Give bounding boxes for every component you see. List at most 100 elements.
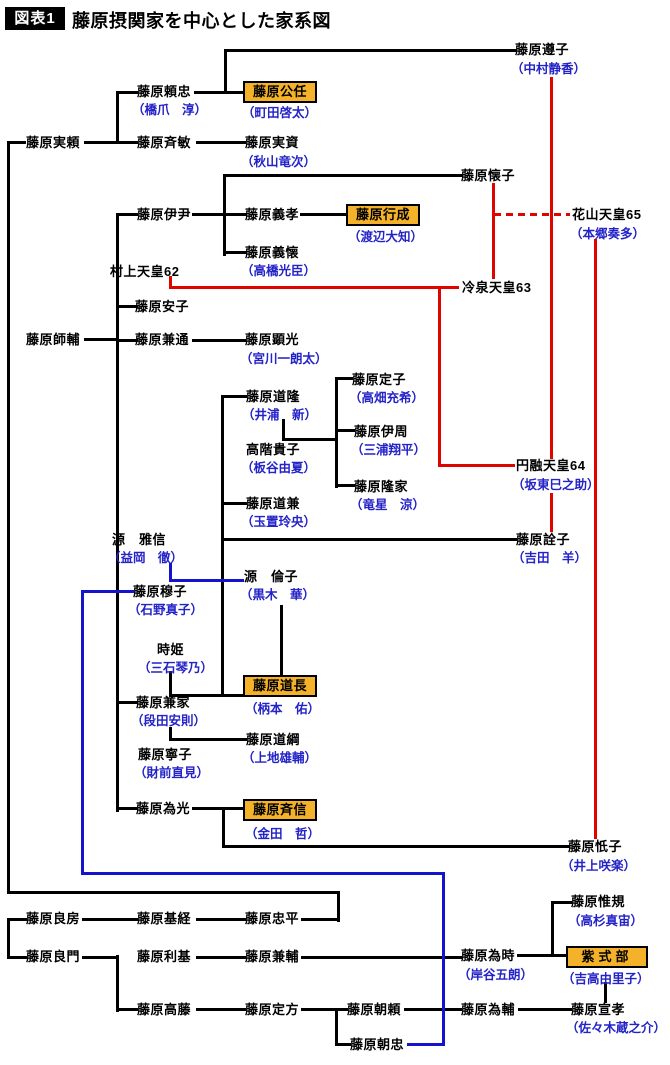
connector-line-black-65 bbox=[404, 1008, 462, 1011]
connector-line-black-0 bbox=[7, 141, 26, 144]
person-emperor-enyu-actor: （坂東巳之助） bbox=[512, 478, 600, 492]
connector-line-black-5 bbox=[84, 141, 119, 144]
connector-line-black-14 bbox=[116, 213, 119, 812]
connector-line-black-48 bbox=[551, 954, 567, 957]
connector-line-black-10 bbox=[224, 49, 227, 94]
connector-line-black-44 bbox=[222, 845, 570, 848]
person-fujiwara-kanemichi: 藤原兼通 bbox=[135, 332, 190, 347]
person-fujiwara-koretada: 藤原伊尹 bbox=[137, 207, 192, 222]
connector-line-blue-79 bbox=[81, 590, 84, 875]
person-fujiwara-morosuke: 藤原師輔 bbox=[26, 332, 81, 347]
connector-line-black-31 bbox=[282, 419, 285, 441]
person-fujiwara-yoshitaka: 藤原義孝 bbox=[245, 207, 300, 222]
connector-line-black-45 bbox=[517, 954, 554, 957]
connector-line-black-58 bbox=[196, 956, 246, 959]
person-fujiwara-yoshichika: 藤原義懐 bbox=[245, 245, 300, 260]
person-fujiwara-michikane: 藤原道兼 bbox=[246, 496, 301, 511]
connector-line-black-17 bbox=[116, 339, 138, 342]
connector-line-black-20 bbox=[192, 213, 226, 216]
connector-line-black-24 bbox=[223, 251, 247, 254]
connector-line-black-26 bbox=[192, 339, 246, 342]
connector-line-black-13 bbox=[84, 338, 119, 341]
person-fujiwara-tametoki-actor: （岸谷五朗） bbox=[458, 968, 534, 982]
person-murasaki-shikibu: 紫式部 bbox=[566, 946, 648, 968]
connector-line-black-41 bbox=[169, 738, 247, 741]
person-takashina-kishi: 高階貴子 bbox=[246, 442, 301, 457]
connector-line-black-35 bbox=[335, 429, 355, 432]
person-fujiwara-shishi: 藤原忯子 bbox=[568, 839, 623, 854]
person-fujiwara-toshimoto: 藤原利基 bbox=[137, 949, 192, 964]
person-fujiwara-akimitsu: 藤原顕光 bbox=[245, 332, 300, 347]
person-emperor-kazan: 花山天皇65 bbox=[572, 207, 642, 222]
person-minamoto-rinshi: 源 倫子 bbox=[244, 569, 299, 584]
connector-line-black-56 bbox=[116, 955, 119, 1012]
connector-line-black-7 bbox=[116, 91, 138, 94]
person-fujiwara-yoritada: 藤原頼忠 bbox=[137, 84, 192, 99]
person-minamoto-masanobu-actor: （益岡 徹） bbox=[108, 551, 184, 565]
person-fujiwara-yoritada-actor: （橋爪 淳） bbox=[132, 103, 208, 117]
person-fujiwara-takaie: 藤原隆家 bbox=[354, 479, 409, 494]
connector-line-black-15 bbox=[116, 213, 138, 216]
person-fujiwara-yoshifusa: 藤原良房 bbox=[26, 911, 81, 926]
person-fujiwara-shishi-actor: （井上咲楽） bbox=[561, 859, 637, 873]
connector-line-black-49 bbox=[604, 982, 607, 1003]
person-fujiwara-tomotada: 藤原朝忠 bbox=[350, 1037, 405, 1052]
person-fujiwara-takafuji: 藤原高藤 bbox=[137, 1002, 192, 1017]
person-fujiwara-kinto: 藤原公任 bbox=[243, 81, 317, 103]
connector-line-black-6 bbox=[116, 91, 119, 144]
connector-line-black-53 bbox=[82, 918, 138, 921]
connector-line-black-43 bbox=[222, 807, 225, 848]
person-fujiwara-korechika: 藤原伊周 bbox=[354, 424, 409, 439]
person-fujiwara-michikane-actor: （玉置玲央） bbox=[241, 515, 317, 529]
person-fujiwara-takaie-actor: （竜星 涼） bbox=[350, 498, 426, 512]
connector-line-black-3 bbox=[337, 891, 340, 922]
person-fujiwara-kaneie-actor: （段田安則） bbox=[131, 714, 207, 728]
person-fujiwara-bokushi-actor: （石野真子） bbox=[128, 603, 204, 617]
person-fujiwara-kanesuke: 藤原兼輔 bbox=[245, 949, 300, 964]
connector-line-red-71 bbox=[492, 183, 495, 279]
connector-line-black-9 bbox=[194, 91, 244, 94]
person-emperor-murakami: 村上天皇62 bbox=[110, 264, 180, 279]
person-emperor-reizei: 冷泉天皇63 bbox=[462, 280, 532, 295]
person-fujiwara-tadanobu-actor: （金田 哲） bbox=[245, 827, 321, 841]
person-fujiwara-yasuko-actor: （財前直見） bbox=[134, 766, 210, 780]
person-fujiwara-nobunori-actor: （高杉真宙） bbox=[568, 914, 644, 928]
connector-line-black-50 bbox=[7, 918, 10, 959]
connector-line-black-54 bbox=[196, 918, 246, 921]
person-fujiwara-michinaga-actor: （柄本 佑） bbox=[245, 702, 321, 716]
person-minamoto-masanobu: 源 雅信 bbox=[112, 532, 167, 547]
connector-line-red-75 bbox=[594, 239, 597, 839]
person-fujiwara-tametoki: 藤原為時 bbox=[461, 948, 516, 963]
connector-line-black-2 bbox=[7, 891, 340, 894]
connector-line-black-29 bbox=[221, 502, 247, 505]
person-fujiwara-senshi-actor: （吉田 羊） bbox=[512, 551, 588, 565]
person-murasaki-shikibu-actor: （吉高由里子） bbox=[562, 972, 650, 986]
connector-line-red-72 bbox=[494, 213, 570, 216]
connector-line-black-19 bbox=[116, 807, 138, 810]
person-fujiwara-nobutaka: 藤原宣孝 bbox=[571, 1002, 626, 1017]
figure-badge: 図表1 bbox=[5, 7, 65, 30]
connector-line-black-28 bbox=[221, 395, 247, 398]
person-fujiwara-michitaka: 藤原道隆 bbox=[246, 389, 301, 404]
connector-line-blue-80 bbox=[81, 872, 445, 875]
person-fujiwara-junshi: 藤原遵子 bbox=[515, 42, 570, 57]
person-fujiwara-michitaka-actor: （井浦 新） bbox=[242, 408, 318, 422]
connector-line-black-23 bbox=[223, 213, 247, 216]
connector-line-red-73 bbox=[550, 77, 553, 459]
connector-line-black-1 bbox=[7, 141, 10, 894]
person-fujiwara-senshi: 藤原詮子 bbox=[516, 532, 571, 547]
connector-line-black-52 bbox=[7, 956, 27, 959]
person-fujiwara-bokushi: 藤原穆子 bbox=[133, 584, 188, 599]
person-fujiwara-tamemitsu: 藤原為光 bbox=[136, 801, 191, 816]
connector-line-black-47 bbox=[551, 901, 572, 904]
connector-line-black-64 bbox=[335, 1043, 351, 1046]
connector-line-blue-76 bbox=[169, 563, 172, 582]
person-fujiwara-tadahira: 藤原忠平 bbox=[245, 911, 300, 926]
person-tokihime: 時姫 bbox=[157, 642, 185, 657]
connector-line-black-18 bbox=[116, 701, 138, 704]
person-takashina-kishi-actor: （板谷由夏） bbox=[241, 461, 317, 475]
person-fujiwara-tamesuke: 藤原為輔 bbox=[461, 1002, 516, 1017]
person-fujiwara-kaneie: 藤原兼家 bbox=[136, 695, 191, 710]
connector-line-black-66 bbox=[518, 1008, 572, 1011]
